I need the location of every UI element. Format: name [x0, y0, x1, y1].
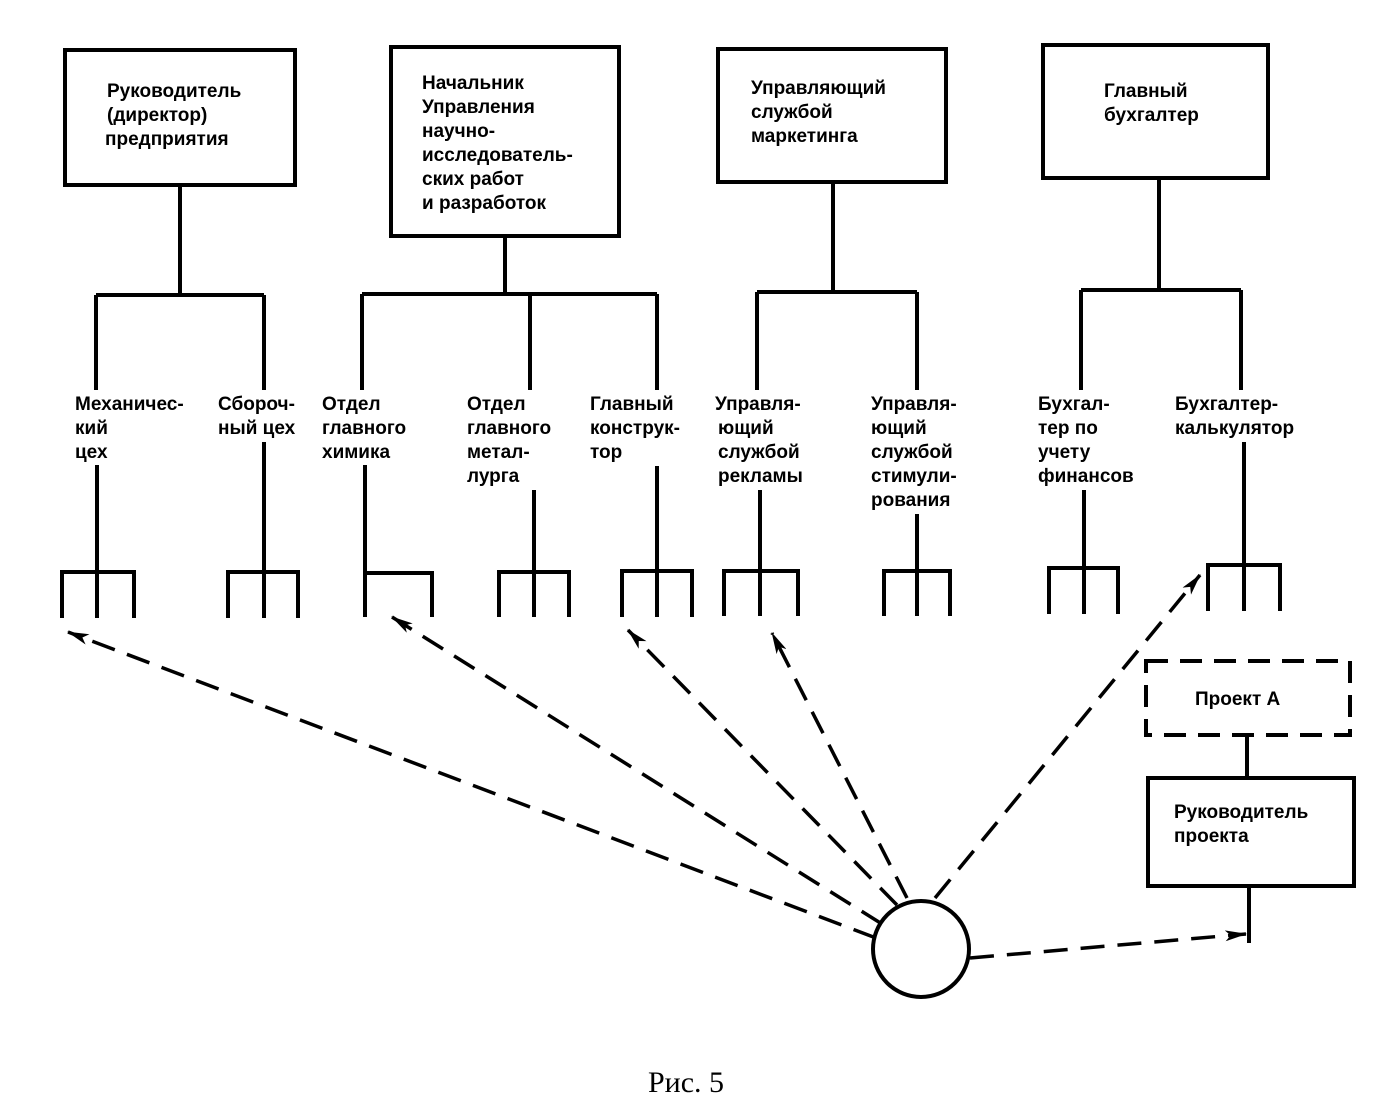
- unit-metallurg: Отдел главного метал- лурга: [467, 394, 571, 617]
- hub-node: [871, 899, 971, 999]
- head-label: Главный бухгалтер: [1104, 81, 1199, 126]
- subunit-fork: [363, 571, 434, 617]
- unit-label: Сбороч- ный цех: [218, 394, 300, 439]
- unit-label: Бухгалтер- калькулятор: [1175, 394, 1294, 439]
- head-label: Руководитель (директор) предприятия: [105, 81, 247, 150]
- project-box: Проект А: [1144, 659, 1352, 737]
- project-manager-rect: [1146, 776, 1356, 888]
- connectors-rnd: [360, 236, 659, 390]
- link-hub-designer: [626, 628, 899, 907]
- project-manager-label: Руководитель проекта: [1174, 802, 1314, 847]
- head-label: Управляющий службой маркетинга: [751, 78, 891, 147]
- unit-chemist: Отдел главного химика: [322, 394, 434, 617]
- head-accountant: Главный бухгалтер: [1041, 43, 1270, 180]
- head-director: Руководитель (директор) предприятия: [63, 48, 297, 187]
- subunit-fork: [1047, 566, 1120, 614]
- project-dashed-box: [1144, 659, 1352, 737]
- unit-advert: Управля- ющий службой рекламы: [715, 394, 806, 616]
- subunit-fork: [722, 569, 800, 616]
- head-marketing: Управляющий службой маркетинга: [716, 47, 948, 184]
- unit-designer: Главный конструк- тор: [590, 394, 694, 617]
- unit-label: Главный конструк- тор: [590, 394, 685, 463]
- link-hub-chemist: [391, 615, 883, 926]
- unit-label: Управля- ющий службой рекламы: [715, 394, 806, 487]
- connectors-accountant: [1079, 178, 1243, 390]
- head-box: [716, 47, 948, 184]
- head-box: [1041, 43, 1270, 180]
- link-hub-mech: [66, 630, 877, 940]
- subunit-fork: [882, 569, 952, 616]
- figure-caption: Рис. 5: [648, 1066, 724, 1099]
- subunit-fork: [60, 570, 136, 618]
- dashed-links: [66, 573, 1248, 960]
- project-label: Проект А: [1195, 689, 1281, 710]
- unit-label: Механичес- кий цех: [75, 394, 189, 463]
- head-label: Начальник Управления научно- исследовате…: [422, 73, 578, 214]
- unit-finance: Бухгал- тер по учету финансов: [1038, 394, 1134, 614]
- unit-assembly: Сбороч- ный цех: [218, 394, 300, 618]
- link-hub-advert: [770, 632, 909, 899]
- unit-calc: Бухгалтер- калькулятор: [1175, 394, 1294, 611]
- connectors-director: [94, 185, 266, 390]
- unit-stimul: Управля- ющий службой стимули- рования: [871, 394, 962, 616]
- link-hub-calc: [933, 573, 1202, 900]
- subunit-fork: [620, 569, 694, 617]
- unit-label: Отдел главного химика: [322, 394, 411, 463]
- project-manager-box: Руководитель проекта: [1146, 776, 1356, 888]
- unit-label: Управля- ющий службой стимули- рования: [871, 394, 962, 511]
- link-hub-project-manager: [969, 930, 1248, 960]
- head-rnd: Начальник Управления научно- исследовате…: [389, 45, 621, 238]
- unit-label: Бухгал- тер по учету финансов: [1038, 394, 1134, 487]
- subunit-fork: [226, 570, 300, 618]
- connectors-marketing: [755, 182, 919, 390]
- unit-mech: Механичес- кий цех: [60, 394, 189, 618]
- unit-label: Отдел главного метал- лурга: [467, 394, 556, 487]
- subunit-fork: [497, 570, 571, 617]
- subunit-fork: [1206, 563, 1282, 611]
- head-box: [63, 48, 297, 187]
